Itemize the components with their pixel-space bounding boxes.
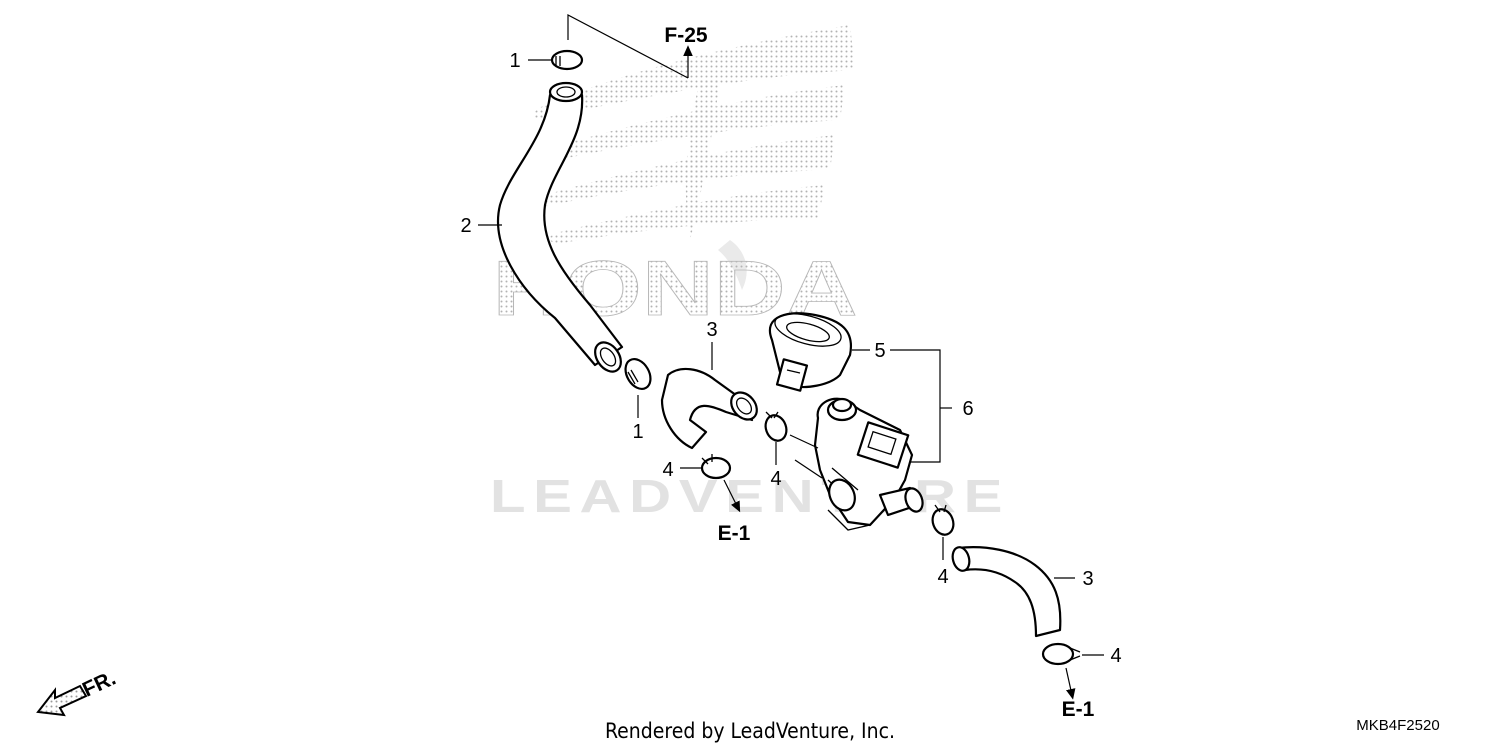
- callout-hose-lower: 3: [1082, 568, 1093, 590]
- reference-bracket-top: [567, 14, 693, 79]
- diagram-code: MKB4F2520: [1356, 717, 1439, 734]
- callout-clip-mid: 1: [632, 421, 643, 443]
- short-hose-upper: [660, 367, 758, 450]
- footer-credit: Rendered by LeadVenture, Inc.: [605, 719, 895, 743]
- callout-long-hose: 2: [460, 215, 471, 237]
- hose-band: [768, 312, 853, 392]
- front-direction-arrow: [36, 684, 88, 717]
- clip-top: [550, 49, 584, 71]
- callout-valve-assy: 6: [962, 398, 973, 420]
- clip-mid: [624, 357, 652, 391]
- callout-clip-4c: 4: [937, 566, 948, 588]
- air-injection-valve: [789, 397, 924, 531]
- short-hose-lower: [951, 546, 1062, 638]
- callout-clip-4a: 4: [662, 459, 673, 481]
- clip-left: [700, 454, 732, 480]
- reference-left-label: E-1: [718, 522, 751, 545]
- callout-clip-4d: 4: [1110, 645, 1121, 667]
- publisher-watermark-text: LEADVENTURE: [490, 470, 1010, 522]
- callout-band: 5: [874, 340, 885, 362]
- callout-hose-mid: 3: [706, 319, 717, 341]
- clip-valve-outlet: [931, 504, 955, 536]
- callout-clip-top: 1: [509, 50, 520, 72]
- reference-top-label: F-25: [664, 24, 708, 47]
- clip-valve-inlet: [764, 411, 788, 442]
- callout-clip-4b: 4: [770, 468, 781, 490]
- reference-bottom-label: E-1: [1062, 698, 1095, 721]
- long-hose: [497, 81, 624, 373]
- clip-bottom: [1041, 642, 1081, 666]
